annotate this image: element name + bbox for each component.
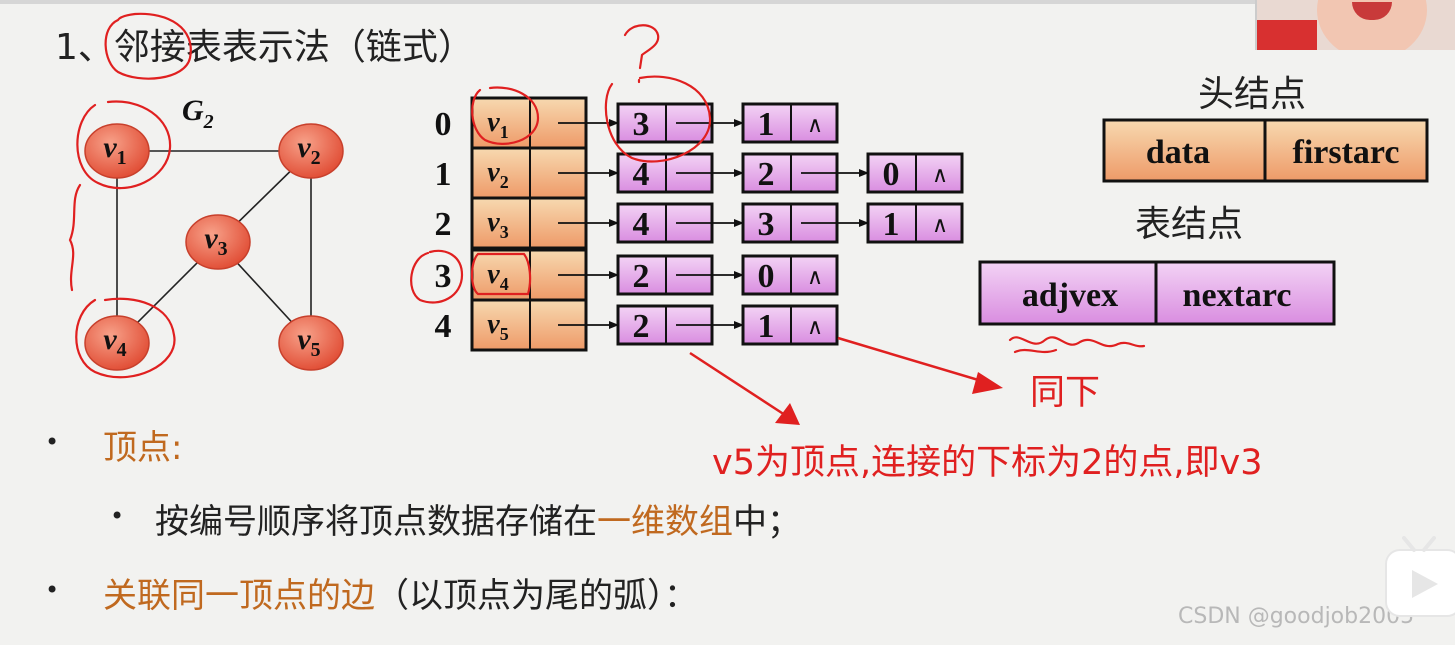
adj-row-3: 3 v4 2 0 ∧ <box>435 248 839 302</box>
list-null-4: ∧ <box>807 315 823 340</box>
head-vertex-v3: v3 <box>487 207 508 242</box>
list-null-1: ∧ <box>932 163 948 188</box>
circle-v4-head <box>470 252 532 296</box>
list-adjvex-2-0: 4 <box>633 206 650 243</box>
adj-index-0: 0 <box>435 106 452 143</box>
v5-explanation-note: v5为顶点,连接的下标为2的点,即v3 <box>712 443 1263 483</box>
adj-index-4: 4 <box>435 308 452 345</box>
list-adjvex-2-1: 3 <box>758 206 775 243</box>
graph-node-v3: v3 <box>185 214 251 270</box>
graph-label: G2 <box>182 94 214 133</box>
top-divider <box>0 0 1455 4</box>
graph-node-v2: v2 <box>278 123 344 179</box>
circle-index-3 <box>410 249 464 304</box>
bullet-edges: 关联同一顶点的边（以顶点为尾的弧）： <box>103 568 698 617</box>
table-field-adjvex: adjvex <box>1022 277 1118 314</box>
adjacency-list: 0 v1 3 1 ∧ 1 v2 4 2 0 ∧ 2 v3 4 3 1 ∧ 3 v4 2 0 ∧ 4 v5 2 1 ∧ <box>435 96 964 352</box>
bullet-dot-1: • <box>45 428 60 456</box>
bullet-edges-highlight: 关联同一顶点的边 <box>103 576 375 616</box>
bullet-vertex-storage-pre: 按编号顺序将顶点数据存储在 <box>155 502 597 542</box>
head-field-firstarc: firstarc <box>1293 134 1400 171</box>
bracket-v1-v4 <box>68 183 82 292</box>
node-legend: 头结点 data firstarc 表结点 adjvex nextarc <box>978 74 1429 326</box>
bilibili-icon <box>1385 536 1455 617</box>
head-vertex-v2: v2 <box>487 157 508 192</box>
circle-around-linjie <box>104 12 192 80</box>
table-field-nextarc: nextarc <box>1183 277 1292 314</box>
svg-text:v5: v5 <box>297 323 320 361</box>
adj-row-1: 1 v2 4 2 0 ∧ <box>435 146 964 200</box>
list-adjvex-0-0: 3 <box>633 106 650 143</box>
red-arrows <box>689 336 1003 425</box>
circle-v4 <box>75 297 176 379</box>
circle-v1 <box>76 100 172 190</box>
graph-node-v5: v5 <box>278 315 344 371</box>
list-adjvex-3-0: 2 <box>633 258 650 295</box>
list-adjvex-0-1: 1 <box>758 106 775 143</box>
bullet-vertices: 顶点: <box>103 428 183 468</box>
bullet-vertex-storage-highlight: 一维数组 <box>597 502 733 542</box>
svg-text:v2: v2 <box>297 131 320 169</box>
adj-row-4: 4 v5 2 1 ∧ <box>435 298 839 352</box>
svg-text:v1: v1 <box>103 131 126 169</box>
list-adjvex-1-0: 4 <box>633 156 650 193</box>
list-adjvex-4-1: 1 <box>758 308 775 345</box>
bullet-vertex-storage: 按编号顺序将顶点数据存储在一维数组中； <box>155 494 801 543</box>
list-adjvex-1-2: 0 <box>883 156 900 193</box>
list-null-2: ∧ <box>932 213 948 238</box>
red-annotations <box>68 12 1146 379</box>
list-null-3: ∧ <box>807 265 823 290</box>
presenter-webcam <box>1255 0 1455 50</box>
list-adjvex-1-1: 2 <box>758 156 775 193</box>
list-null-0: ∧ <box>807 113 823 138</box>
graph-g2: G2 v1 v2 v3 v4 v5 <box>84 94 344 371</box>
svg-text:v4: v4 <box>103 323 126 361</box>
list-adjvex-3-1: 0 <box>758 258 775 295</box>
head-vertex-v1: v1 <box>487 107 508 142</box>
adj-index-1: 1 <box>435 156 452 193</box>
bullet-dot-2: • <box>110 502 125 530</box>
slide-title: 1、邻接表表示法（链式） <box>55 27 474 68</box>
list-adjvex-4-0: 2 <box>633 308 650 345</box>
bullet-vertex-storage-post: 中； <box>733 502 801 542</box>
graph-nodes: v1 v2 v3 v4 v5 <box>84 123 344 371</box>
bullet-dot-3: • <box>45 576 60 604</box>
adj-index-3: 3 <box>435 258 452 295</box>
graph-node-v1: v1 <box>84 123 150 179</box>
svg-text:v3: v3 <box>204 222 227 260</box>
head-node-title: 头结点 <box>1198 74 1306 115</box>
table-node-title: 表结点 <box>1135 204 1243 245</box>
head-vertex-v4: v4 <box>487 259 508 294</box>
adj-row-2: 2 v3 4 3 1 ∧ <box>435 196 964 250</box>
question-mark <box>623 24 660 84</box>
circle-v1-head <box>471 86 540 145</box>
adj-index-2: 2 <box>435 206 452 243</box>
same-below-note: 同下 <box>1030 373 1101 413</box>
graph-node-v4: v4 <box>84 315 150 371</box>
head-vertex-v5: v5 <box>487 309 508 344</box>
adj-row-0: 0 v1 3 1 ∧ <box>435 96 839 150</box>
squiggle-adjvex <box>1008 336 1146 348</box>
list-adjvex-2-2: 1 <box>883 206 900 243</box>
bullet-edges-rest: （以顶点为尾的弧）： <box>375 576 698 616</box>
head-field-data: data <box>1146 134 1210 171</box>
csdn-watermark: CSDN @goodjob2005 <box>1178 604 1415 629</box>
circle-first-3 <box>604 75 712 163</box>
